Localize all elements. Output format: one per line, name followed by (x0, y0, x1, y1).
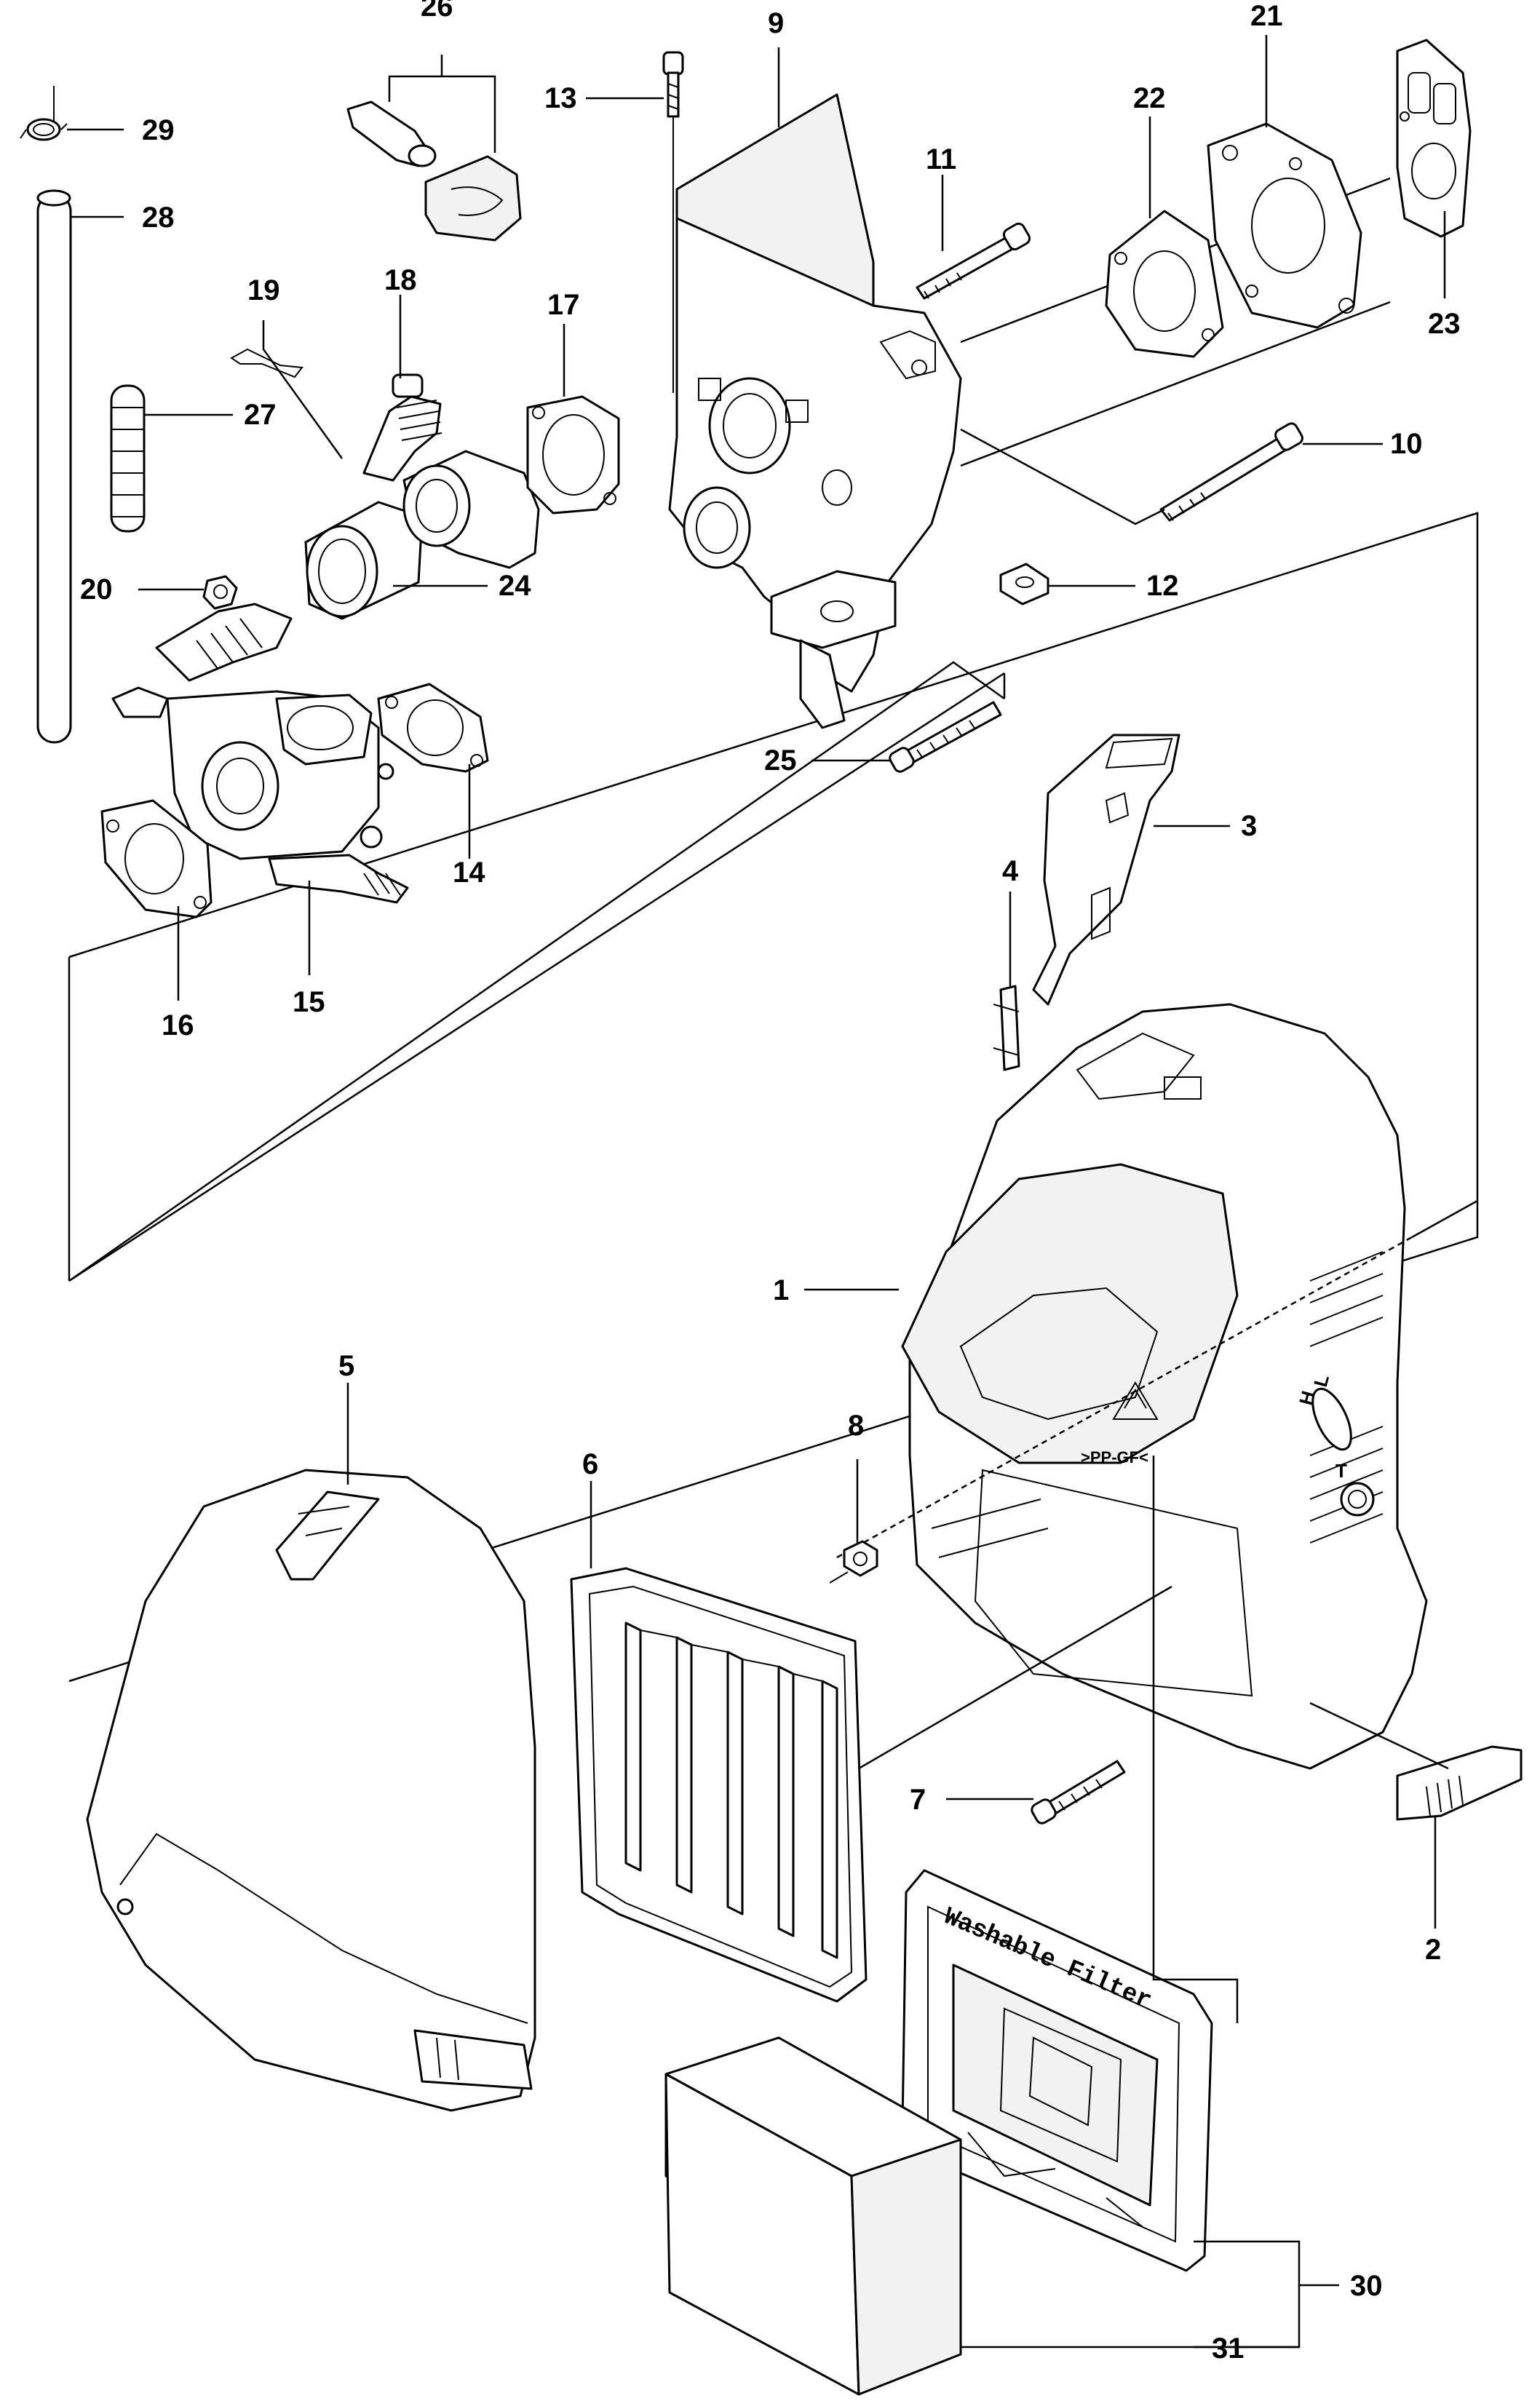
part-4-clip (993, 985, 1020, 1071)
part-3-bracket (1032, 734, 1180, 1006)
part-19-wire (230, 348, 303, 378)
callout-26: 26 (421, 0, 453, 23)
callout-30: 30 (1350, 2270, 1383, 2302)
part-27-sleeve (110, 384, 146, 533)
callout-5: 5 (338, 1350, 354, 1382)
callout-6: 6 (582, 1448, 598, 1480)
callout-4: 4 (1002, 855, 1019, 887)
part-21-flange (1207, 122, 1362, 329)
adjust-l-marking: L (1309, 1373, 1333, 1389)
carb-group-outline (68, 661, 1005, 1282)
adjust-t-marking: T (1335, 1460, 1347, 1482)
callout-24: 24 (499, 570, 531, 602)
callout-12: 12 (1146, 570, 1179, 602)
callout-27: 27 (244, 399, 277, 431)
callout-3: 3 (1241, 810, 1257, 842)
callout-22: 22 (1133, 82, 1166, 114)
part-15-carburettor (111, 603, 409, 904)
callout-17: 17 (547, 289, 580, 321)
assembly-outline (68, 512, 1479, 1683)
part-14-gasket (377, 683, 489, 773)
callout-23: 23 (1428, 308, 1461, 340)
callout-10: 10 (1390, 428, 1423, 460)
part-18-lever (362, 373, 442, 482)
part-6-air-filter (570, 1567, 868, 2003)
callout-21: 21 (1250, 0, 1283, 32)
part-7-screw (1031, 1760, 1126, 1825)
part-8-nut (843, 1540, 878, 1577)
intake-adaptor (402, 450, 540, 569)
part-28-tube (36, 189, 72, 744)
callout-11: 11 (926, 143, 956, 175)
part-2-latch (1396, 1745, 1523, 1821)
callout-15: 15 (293, 986, 325, 1018)
callout-8: 8 (848, 1410, 864, 1442)
callout-31: 31 (1212, 2332, 1245, 2365)
callout-2: 2 (1425, 1934, 1441, 1966)
part-11-bolt (916, 222, 1031, 300)
part-22-gasket (1105, 210, 1224, 358)
callout-18: 18 (384, 264, 417, 296)
material-marking: >PP-GF< (1081, 1448, 1148, 1466)
callout-25: 25 (764, 745, 797, 777)
part-26-fitting (346, 100, 522, 242)
part-17-gasket (526, 395, 620, 515)
part-13-screw (662, 51, 684, 118)
callout-1: 1 (773, 1274, 789, 1306)
part-5-filter-cover (86, 1469, 536, 2112)
callout-14: 14 (453, 857, 485, 889)
part-25-screw (889, 701, 1002, 773)
part-23-gasket (1396, 39, 1472, 238)
callout-29: 29 (142, 114, 175, 146)
callout-28: 28 (142, 202, 175, 234)
callout-9: 9 (768, 7, 784, 39)
callout-20: 20 (80, 573, 113, 606)
part-1-filter-base (901, 1003, 1428, 1770)
callout-13: 13 (544, 82, 577, 114)
callout-7: 7 (910, 1784, 926, 1816)
part-30-filter-frame (901, 1869, 1213, 2272)
part-20-nut (202, 575, 238, 610)
part-9-manifold (668, 93, 962, 729)
part-29-clip (20, 118, 68, 141)
part-12-nut (999, 563, 1049, 606)
callout-16: 16 (162, 1009, 194, 1041)
part-24-boot (304, 501, 424, 620)
part-10-bolt (1159, 422, 1303, 522)
callout-19: 19 (247, 274, 280, 306)
part-16-gasket (100, 799, 213, 918)
part-31-foam-filter (664, 2036, 962, 2396)
